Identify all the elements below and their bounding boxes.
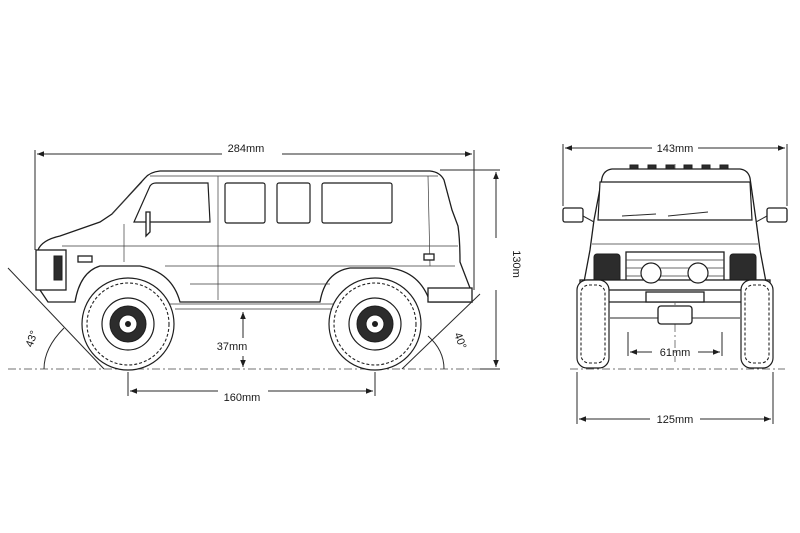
side-windshield-edge	[111, 181, 143, 215]
wheelbase-label: 160mm	[224, 392, 261, 404]
front-view: 143mm 61mm 125mm	[562, 143, 788, 426]
approach-angle-label: 43°	[24, 329, 41, 349]
side-mirror	[145, 211, 151, 238]
roof-marker-lights	[629, 164, 729, 170]
side-winch	[53, 255, 63, 281]
side-rear-bumper	[427, 287, 473, 303]
axle-clearance-width-label: 61mm	[660, 347, 691, 359]
approach-angle-arc	[43, 327, 65, 370]
track-width-label: 125mm	[657, 414, 694, 426]
side-window-3	[276, 182, 311, 224]
front-differential	[657, 305, 693, 325]
departure-angle-label: 40°	[451, 331, 468, 351]
front-tire-left	[576, 279, 610, 369]
departure-angle-line	[401, 293, 481, 370]
fog-light-left	[640, 262, 662, 284]
front-mirror-right	[755, 207, 788, 223]
overall-length-label: 284mm	[228, 143, 265, 155]
approach-angle-line	[7, 267, 105, 370]
side-window-4	[321, 182, 393, 224]
license-plate	[645, 291, 705, 303]
front-wipers	[621, 211, 709, 217]
side-front-wheel	[81, 277, 175, 371]
side-window-2	[224, 182, 266, 224]
fog-light-right	[687, 262, 709, 284]
ground-clearance-label: 37mm	[217, 341, 248, 353]
side-view: 284mm 130m 160mm 37mm 43° 40°	[7, 143, 522, 404]
front-tire-right	[740, 279, 774, 369]
overall-width-label: 143mm	[657, 143, 694, 155]
side-frame-rail	[170, 303, 340, 310]
side-front-window	[133, 182, 211, 223]
side-rear-marker	[423, 253, 435, 261]
side-rear-wheel	[328, 277, 422, 371]
front-windshield	[597, 181, 753, 221]
front-mirror-left	[562, 207, 595, 223]
side-marker-light	[77, 255, 93, 263]
departure-angle-arc	[427, 335, 445, 370]
side-door-seam-rear	[427, 175, 431, 267]
overall-height-label: 130m	[510, 250, 522, 278]
